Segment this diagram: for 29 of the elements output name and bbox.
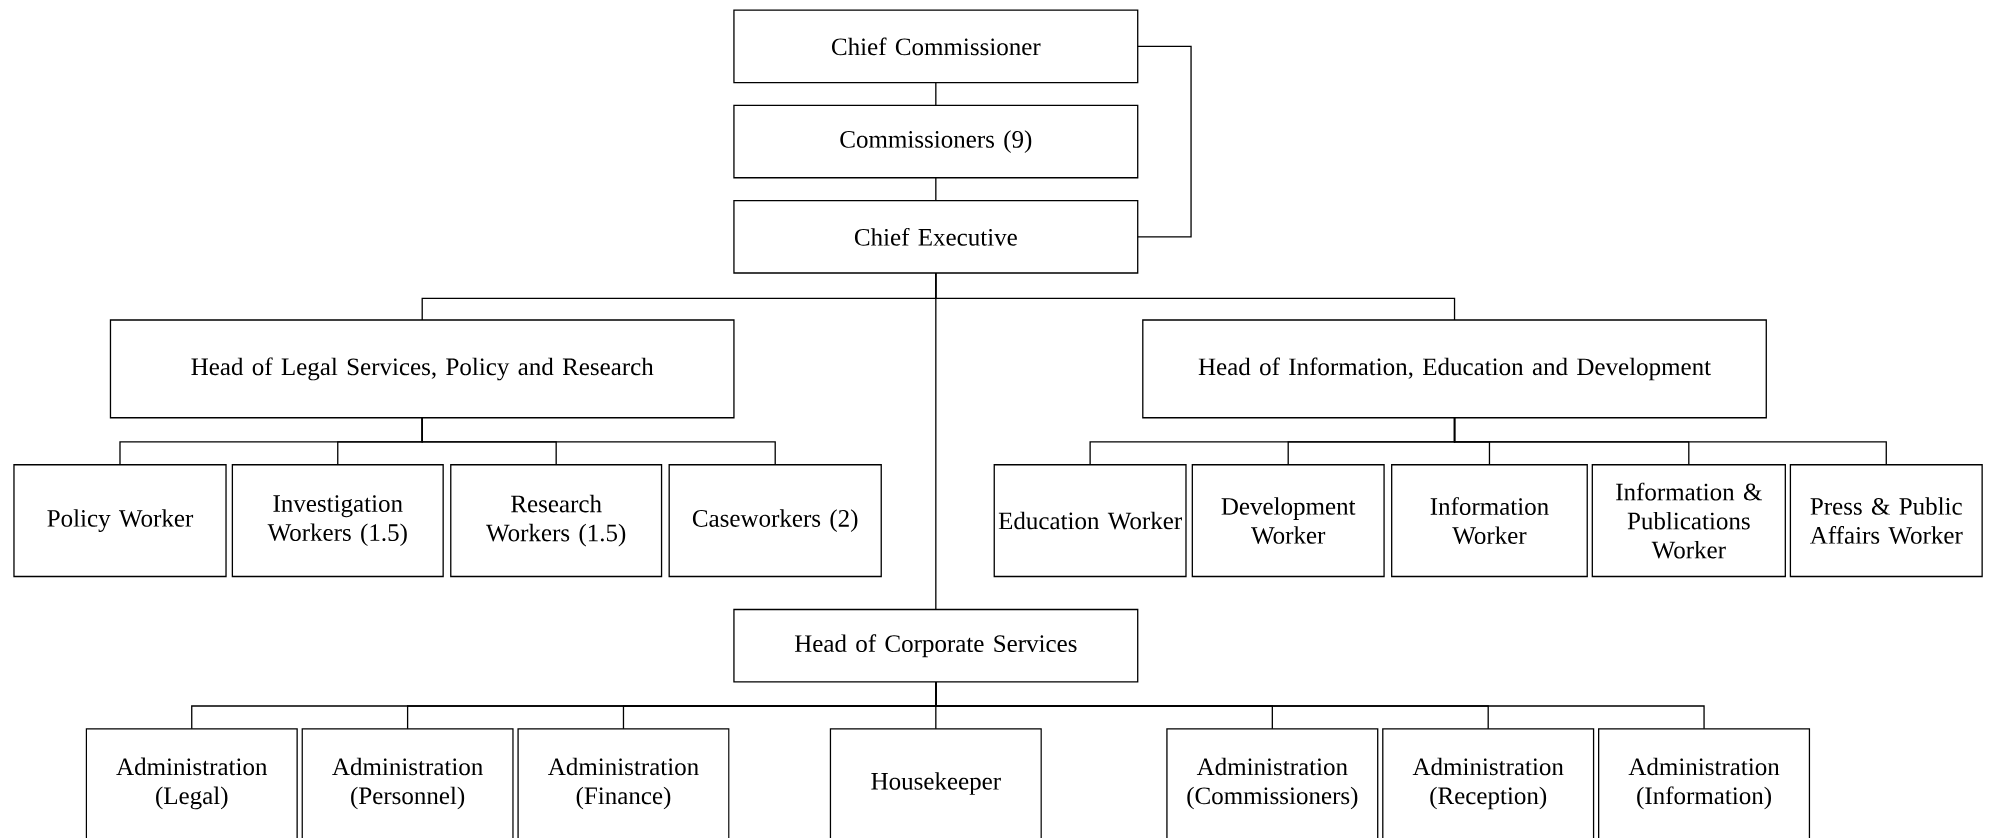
connector-line [421,417,776,466]
org-box: Administration (Reception) [1382,728,1595,838]
connector-line [935,272,937,611]
org-box: Commissioners (9) [733,104,1139,179]
org-box: Investigation Workers (1.5) [231,464,444,578]
connector-line [1137,45,1192,238]
org-box: Administration (Personnel) [301,728,514,838]
org-box: Education Worker [993,464,1187,578]
org-box: Policy Worker [13,464,227,578]
connector-line [935,81,937,107]
org-box: Administration (Finance) [517,728,730,838]
connector-line [935,177,937,202]
org-box: Development Worker [1191,464,1385,578]
org-box: Administration (Legal) [85,728,298,838]
org-box: Chief Commissioner [733,9,1139,84]
org-box: Housekeeper [829,728,1042,838]
org-box: Press & Public Affairs Worker [1789,464,1983,578]
org-box: Administration (Commissioners) [1166,728,1379,838]
org-box: Research Workers (1.5) [450,464,663,578]
org-box: Head of Legal Services, Policy and Research [109,319,735,419]
org-box: Caseworkers (2) [668,464,882,578]
org-box: Chief Executive [733,199,1139,274]
org-box: Head of Corporate Services [733,608,1139,683]
org-box: Information & Publications Worker [1591,464,1786,578]
org-box: Head of Information, Education and Development [1142,319,1767,419]
connector-line [1453,417,1887,466]
org-box: Administration (Information) [1598,728,1811,838]
org-box: Information Worker [1391,464,1588,578]
connector-line [935,681,1705,730]
